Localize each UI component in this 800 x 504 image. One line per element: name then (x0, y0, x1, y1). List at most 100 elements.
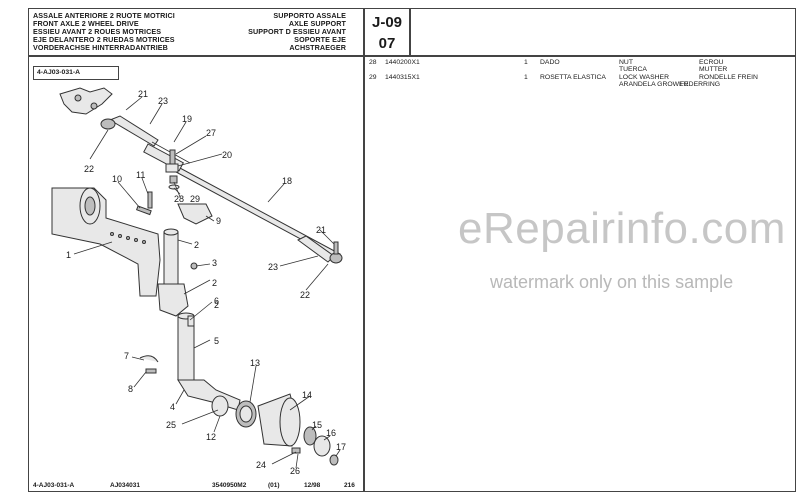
header-title-frame (28, 8, 364, 56)
callout: 12 (206, 432, 216, 442)
subtitle-fr: SUPPORT D ESSIEU AVANT (248, 27, 346, 36)
callout: 28 (174, 194, 184, 204)
callout: 13 (250, 358, 260, 368)
callout: 9 (216, 216, 221, 226)
part-qty: 1 (524, 74, 528, 81)
title-it: ASSALE ANTERIORE 2 RUOTE MOTRICI (33, 11, 175, 20)
subtitle-de: ACHSTRAEGER (289, 43, 346, 52)
title-es: EJE DELANTERO 2 RUEDAS MOTRICES (33, 35, 175, 44)
washer-26 (291, 447, 301, 454)
callout: 2 (194, 240, 199, 250)
nut-16 (313, 435, 331, 457)
watermark-site: eRepairinfo.com (458, 204, 786, 253)
bracket-hole (90, 102, 98, 110)
reference-label: 4-AJ03-031-A (37, 69, 81, 76)
nut-28 (169, 175, 178, 184)
bolt-11 (147, 191, 153, 209)
callout: 25 (166, 420, 176, 430)
reference-label-box (33, 66, 119, 80)
part-name-fr: RONDELLE FREIN (699, 74, 758, 81)
part-name-es: ARANDELA GROWER (619, 81, 689, 88)
hub-flange (279, 397, 301, 447)
callout: 18 (282, 176, 292, 186)
part-desc-it: ROSETTA ELASTICA (540, 74, 606, 81)
part-name-de: FEDERRING (680, 81, 721, 88)
subtitle-es: SOPORTE EJE (294, 35, 346, 44)
part-name-es: TUERCA (619, 66, 647, 73)
knuckle (157, 283, 189, 317)
callout: 20 (222, 150, 232, 160)
leader-lines (73, 96, 341, 469)
callout: 21 (138, 89, 148, 99)
part-name-fr: ECROU (699, 59, 724, 66)
callout: 27 (206, 128, 216, 138)
watermark-notice: watermark only on this sample (490, 272, 734, 292)
callout: 2 (214, 300, 219, 310)
footer-ref: 4-AJ03-031-A (33, 482, 75, 489)
bolt-10 (135, 205, 152, 216)
part-name-en: LOCK WASHER (619, 74, 669, 81)
bearing-15 (303, 426, 317, 446)
footer-date: 12/98 (304, 482, 321, 489)
callout: 2 (212, 278, 217, 288)
seal-12 (211, 395, 229, 417)
part-name-de: MUTTER (699, 66, 728, 73)
callout: 5 (214, 336, 219, 346)
steering-arm-9 (177, 203, 213, 225)
callout-labels: 1 2 2 2 3 4 5 6 7 8 9 10 11 12 13 14 15 … (66, 89, 346, 476)
track-rod-end-left (108, 115, 159, 147)
bush-6 (187, 315, 195, 327)
exploded-diagram: 1 2 2 2 3 4 5 6 7 8 9 10 11 12 13 14 15 … (51, 87, 346, 476)
callout: 7 (124, 351, 129, 361)
stub-axle-4 (177, 379, 241, 411)
cap-17 (329, 454, 339, 466)
ball-joint-left (100, 118, 116, 130)
stud-21-right (333, 241, 339, 255)
bearing-13-inner (239, 405, 253, 423)
callout: 3 (212, 258, 217, 268)
part-ref: 29 (369, 74, 377, 81)
callout: 14 (302, 390, 312, 400)
callout: 1 (66, 250, 71, 260)
clamp-20 (165, 163, 179, 173)
section-number: 07 (378, 35, 396, 52)
callout: 23 (268, 262, 278, 272)
part-number: 1440200X1 (385, 59, 420, 66)
title-fr: ESSIEU AVANT 2 ROUES MOTRICES (33, 27, 162, 36)
callout: 24 (256, 460, 266, 470)
section-code: J-09 (371, 14, 403, 31)
bracket-part (59, 87, 113, 115)
callout: 17 (336, 442, 346, 452)
footer-doc-no: 3540950M2 (212, 482, 247, 489)
part-number: 1440315X1 (385, 74, 420, 81)
callout: 8 (128, 384, 133, 394)
callout: 21 (316, 225, 326, 235)
title-de: VORDERACHSE HINTERRADANTRIEB (33, 43, 168, 52)
part-qty: 1 (524, 59, 528, 66)
title-en: FRONT AXLE 2 WHEEL DRIVE (33, 19, 139, 28)
callout: 22 (300, 290, 310, 300)
footer-page: 216 (344, 482, 355, 489)
part-desc-it: DADO (540, 59, 560, 66)
kingpin-top (163, 228, 179, 236)
callout: 10 (112, 174, 122, 184)
beam-holes (110, 232, 146, 244)
callout: 29 (190, 194, 200, 204)
callout: 4 (170, 402, 175, 412)
pin-8 (145, 368, 157, 374)
header-right-frame (410, 8, 796, 56)
callout: 6 (214, 296, 219, 306)
part-ref: 28 (369, 59, 377, 66)
diagram-frame (28, 56, 364, 492)
footer-issue: (01) (268, 482, 280, 489)
section-code-frame (364, 8, 410, 56)
callout: 22 (84, 164, 94, 174)
subtitle-it: SUPPORTO ASSALE (273, 11, 346, 20)
footer-code: AJ034031 (110, 482, 140, 489)
callout: 23 (158, 96, 168, 106)
axle-beam-1 (51, 187, 161, 297)
callout: 11 (136, 170, 145, 180)
callout: 15 (312, 420, 322, 430)
callout: 26 (290, 466, 300, 476)
